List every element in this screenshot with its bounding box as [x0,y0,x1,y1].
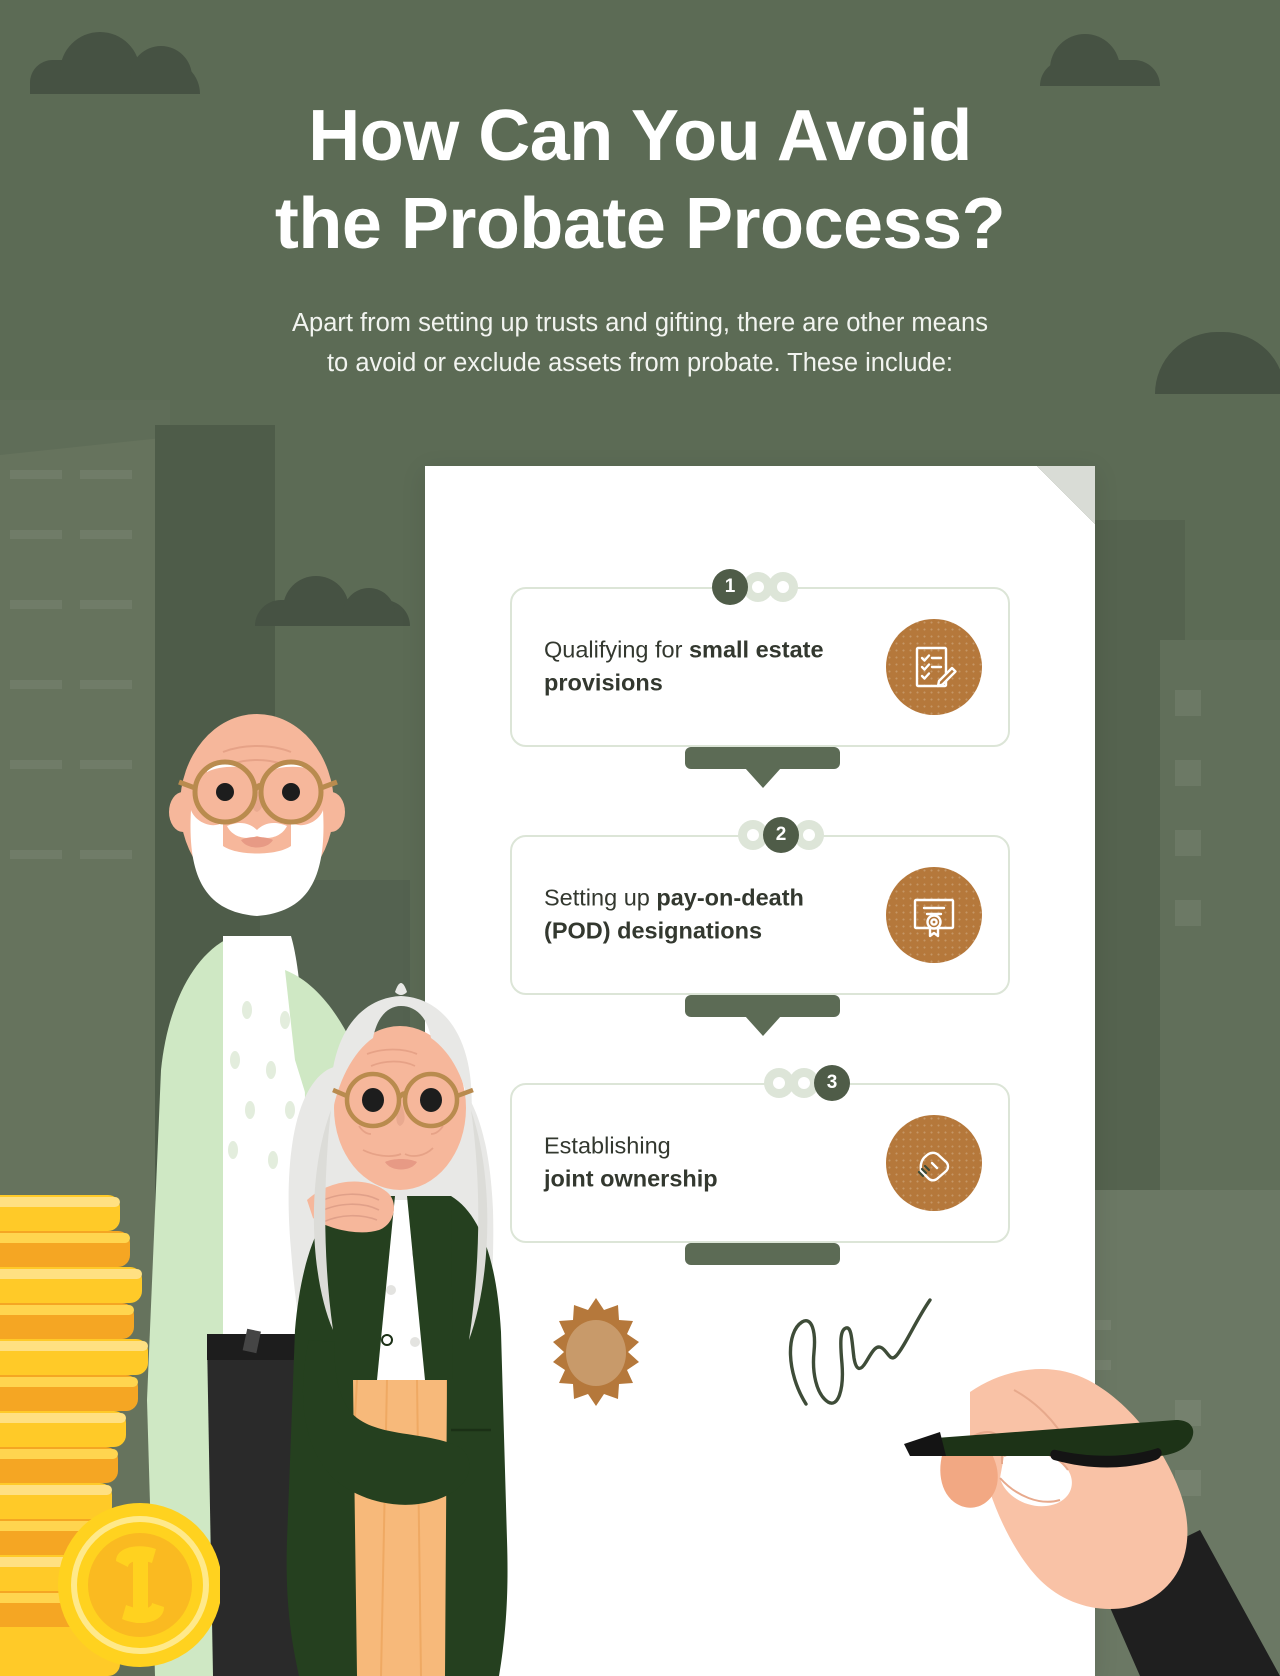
building-window [80,680,132,689]
step-card-3[interactable]: Establishing joint ownership [510,1083,1010,1243]
cloud-icon [255,576,410,626]
building-window [80,470,132,479]
step-3-text-bold: joint ownership [544,1166,718,1192]
page-fold-corner [1037,466,1095,524]
step-2-text-plain: Setting up [544,884,657,911]
page-title: How Can You Avoid the Probate Process? [0,100,1280,260]
step-number-badge-3: 3 [814,1065,850,1101]
handshake-icon [886,1115,982,1211]
page-subtitle: Apart from setting up trusts and gifting… [0,304,1280,383]
step-card-2[interactable]: Setting up pay-on-death (POD) designatio… [510,835,1010,995]
step-badge-group-3: 3 [764,1065,850,1101]
step-card-3-text: Establishing joint ownership [544,1130,844,1197]
step-card-1-text: Qualifying for small estate provisions [544,634,844,701]
wax-seal-icon [540,1296,652,1408]
page-title-line-1: How Can You Avoid [308,96,972,176]
elderly-couple-illustration [95,640,515,1676]
building-window [80,600,132,609]
step-badge-group-1: 1 [712,569,798,605]
building-window [80,760,132,769]
step-number-badge-2: 2 [763,817,799,853]
page-subtitle-line-2: to avoid or exclude assets from probate.… [326,348,954,377]
step-connector-2 [685,995,840,1017]
steps-list: Qualifying for small estate provisions S… [425,466,1095,1676]
step-connector-3 [685,1243,840,1265]
building-window [1175,690,1201,716]
gold-coin-stack [0,1195,222,1676]
page-title-line-2: the Probate Process? [274,184,1006,264]
signature-scribble [780,1286,1000,1416]
step-dot-inactive [794,820,824,850]
page-subtitle-line-1: Apart from setting up trusts and gifting… [292,309,988,337]
building-window [1175,830,1201,856]
step-1-text-bold: small estate provisions [544,636,824,696]
checklist-pencil-icon [886,619,982,715]
building-window [10,600,62,609]
building-window [80,530,132,539]
step-card-1[interactable]: Qualifying for small estate provisions [510,587,1010,747]
building-window [10,470,62,479]
certificate-icon [886,867,982,963]
building-window [10,530,62,539]
header-block: How Can You Avoid the Probate Process? A… [0,0,1280,383]
step-2-text-bold: pay-on-death (POD) designations [544,884,804,944]
step-connector-1 [685,747,840,769]
building-window [10,680,62,689]
building-window [80,850,132,859]
building-window [10,760,62,769]
hand-holding-pen [840,1280,1280,1676]
step-card-2-text: Setting up pay-on-death (POD) designatio… [544,882,844,949]
building-window [1175,760,1201,786]
step-dot-inactive [789,1068,819,1098]
building-window [10,850,62,859]
step-dot-inactive [768,572,798,602]
building-window [1175,900,1201,926]
step-number-badge-1: 1 [712,569,748,605]
step-3-text-plain: Establishing [544,1132,671,1159]
step-1-text-plain: Qualifying for [544,636,689,663]
step-badge-group-2: 2 [738,817,824,853]
step-dot-inactive [743,572,773,602]
